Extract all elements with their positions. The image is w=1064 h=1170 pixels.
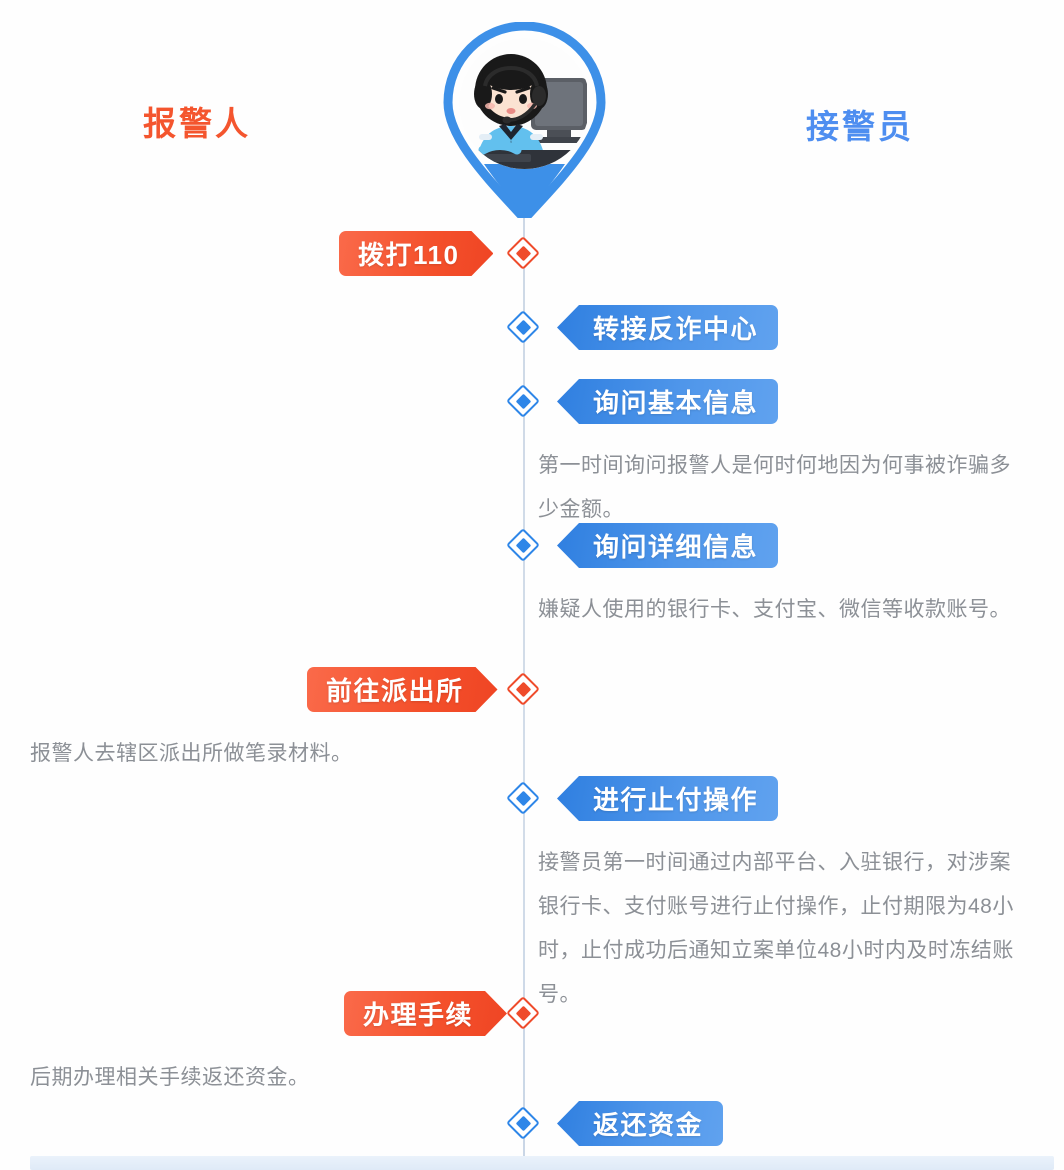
timeline-marker-call-110[interactable] bbox=[506, 236, 540, 270]
step-description-ask-basic-info: 第一时间询问报警人是何时何地因为何事被诈骗多少金额。 bbox=[538, 454, 1011, 521]
timeline-marker-stop-payment-operation[interactable] bbox=[506, 781, 540, 815]
step-description-go-to-police-station: 报警人去辖区派出所做笔录材料。 bbox=[30, 742, 353, 765]
step-description-stop-payment-operation: 接警员第一时间通过内部平台、入驻银行，对涉案银行卡、支付账号进行止付操作，止付期… bbox=[538, 851, 1014, 1006]
column-header-dispatcher: 接警员 bbox=[806, 108, 914, 145]
police-operator-artwork-icon bbox=[459, 38, 590, 169]
timeline-marker-ask-detailed-info[interactable] bbox=[506, 528, 540, 562]
pin-shape-icon bbox=[443, 22, 606, 218]
bottom-divider-band bbox=[30, 1156, 1054, 1170]
dispatcher-avatar-pin bbox=[443, 22, 606, 218]
step-label-ask-basic-info[interactable]: 询问基本信息 bbox=[557, 379, 779, 424]
step-description-ask-detailed-info: 嫌疑人使用的银行卡、支付宝、微信等收款账号。 bbox=[538, 598, 1011, 621]
dispatcher-illustration bbox=[459, 38, 590, 169]
step-label-handle-formalities[interactable]: 办理手续 bbox=[344, 991, 507, 1036]
column-header-caller: 报警人 bbox=[143, 105, 251, 142]
step-label-call-110[interactable]: 拨打110 bbox=[339, 231, 493, 276]
timeline-marker-transfer-anti-fraud-center[interactable] bbox=[506, 310, 540, 344]
step-label-return-funds[interactable]: 返还资金 bbox=[557, 1101, 724, 1146]
timeline-marker-go-to-police-station[interactable] bbox=[506, 672, 540, 706]
timeline-marker-return-funds[interactable] bbox=[506, 1106, 540, 1140]
step-label-go-to-police-station[interactable]: 前往派出所 bbox=[307, 667, 498, 712]
timeline-marker-handle-formalities[interactable] bbox=[506, 996, 540, 1030]
step-label-ask-detailed-info[interactable]: 询问详细信息 bbox=[557, 523, 779, 568]
step-label-stop-payment-operation[interactable]: 进行止付操作 bbox=[557, 776, 779, 821]
timeline-marker-ask-basic-info[interactable] bbox=[506, 384, 540, 418]
step-label-transfer-anti-fraud-center[interactable]: 转接反诈中心 bbox=[557, 305, 779, 350]
step-description-handle-formalities: 后期办理相关手续返还资金。 bbox=[30, 1066, 310, 1089]
